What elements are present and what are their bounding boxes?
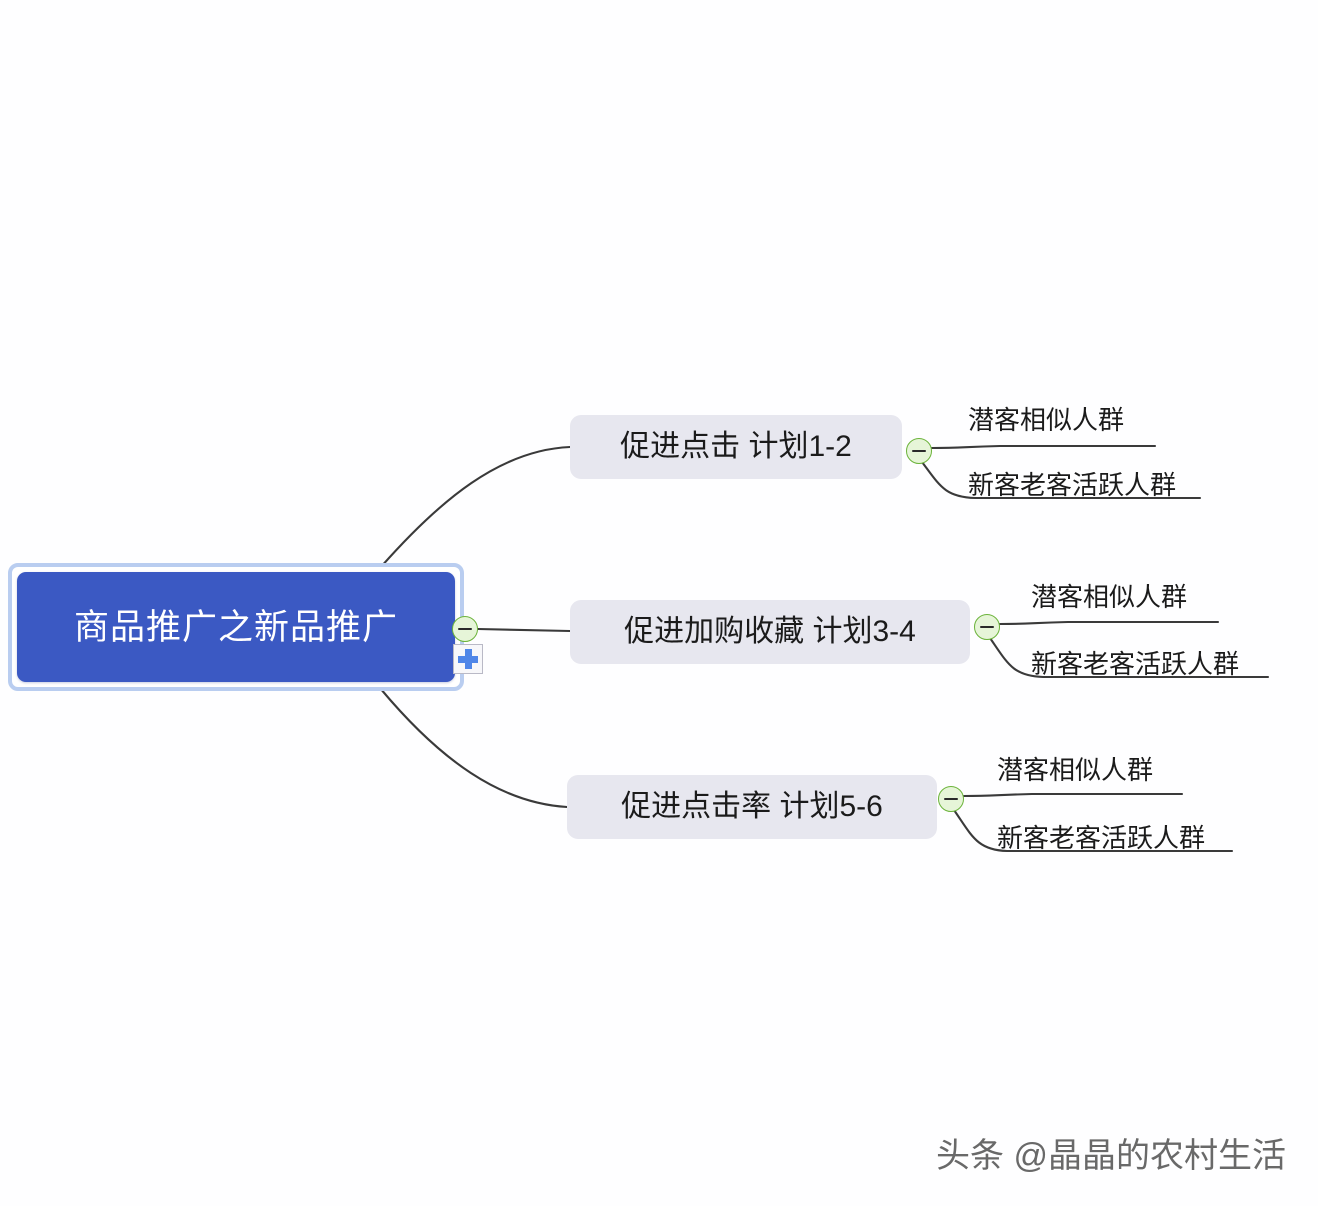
connector-root-branch-2 (378, 686, 569, 809)
plus-icon-vertical-bar (464, 649, 472, 669)
connector-branch-0-leaf-0 (930, 444, 1157, 450)
connector-root-branch-1 (476, 627, 572, 633)
leaf-node-0-0[interactable]: 潜客相似人群 (968, 405, 1125, 435)
leaf-node-1-0[interactable]: 潜客相似人群 (1031, 582, 1188, 612)
branch-node-2[interactable]: 促进点击率 计划5-6 (567, 775, 937, 839)
root-node-label: 商品推广之新品推广 (73, 607, 398, 647)
collapse-minus-icon-root[interactable] (452, 616, 478, 642)
collapse-minus-icon-branch-2[interactable] (938, 786, 964, 812)
leaf-node-2-1[interactable]: 新客老客活跃人群 (997, 823, 1206, 853)
branch-node-0-label: 促进点击 计划1-2 (620, 430, 852, 463)
branch-node-1-label: 促进加购收藏 计划3-4 (624, 615, 916, 648)
branch-node-2-label: 促进点击率 计划5-6 (621, 790, 883, 823)
leaf-node-2-0[interactable]: 潜客相似人群 (997, 755, 1154, 785)
root-node[interactable]: 商品推广之新品推广 (17, 572, 455, 682)
collapse-minus-icon-branch-0[interactable] (906, 438, 932, 464)
collapse-minus-icon-branch-1[interactable] (974, 614, 1000, 640)
branch-node-0[interactable]: 促进点击 计划1-2 (570, 415, 902, 479)
connector-branch-1-leaf-0 (998, 620, 1220, 626)
plus-icon-add-node-button[interactable] (453, 644, 483, 674)
leaf-node-1-1[interactable]: 新客老客活跃人群 (1031, 649, 1240, 679)
leaf-node-0-1[interactable]: 新客老客活跃人群 (968, 470, 1177, 500)
connector-root-branch-0 (378, 445, 572, 570)
branch-node-1[interactable]: 促进加购收藏 计划3-4 (570, 600, 970, 664)
connector-branch-2-leaf-0 (962, 792, 1184, 798)
watermark-text: 头条 @晶晶的农村生活 (936, 1137, 1286, 1175)
root-node-selection-frame[interactable]: 商品推广之新品推广 (8, 563, 464, 691)
